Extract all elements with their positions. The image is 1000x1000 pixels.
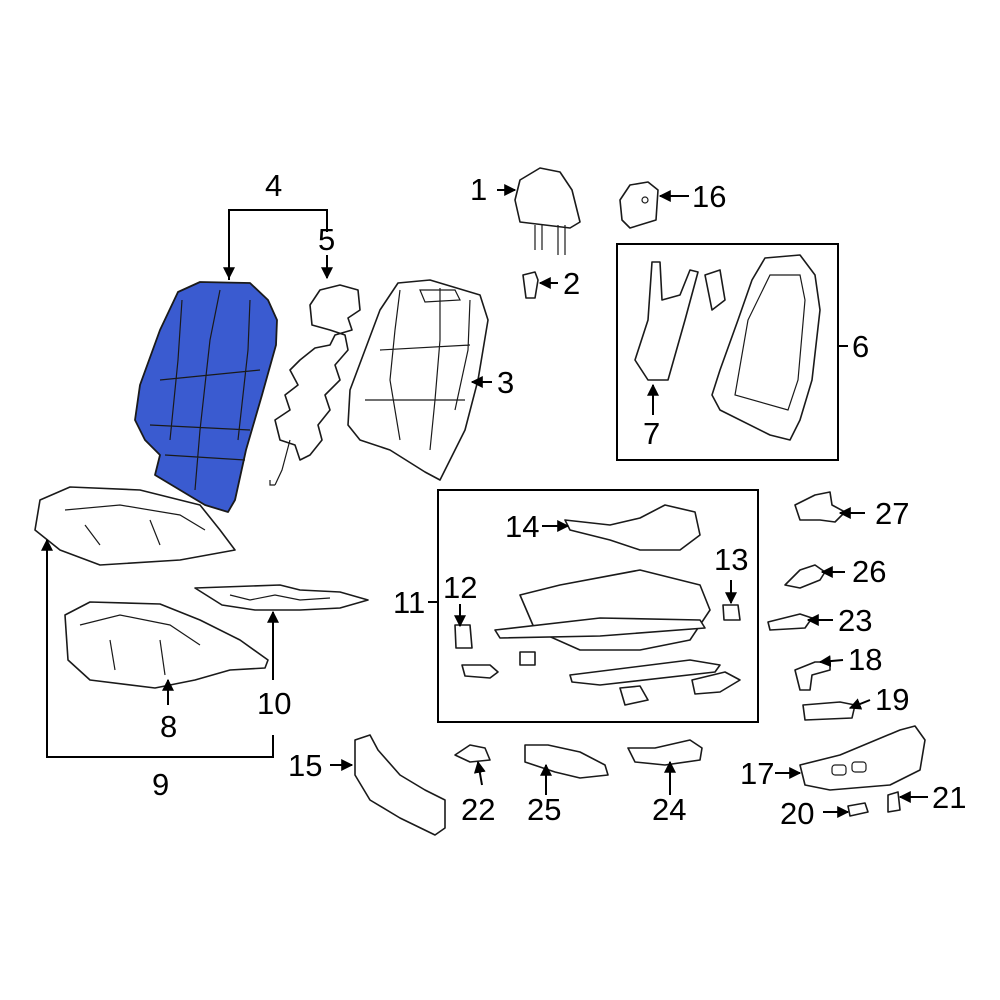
callout-23: 23 <box>838 603 872 638</box>
part-24-bracket[interactable] <box>627 739 703 766</box>
callout-9: 9 <box>152 767 169 802</box>
callout-27: 27 <box>875 496 909 531</box>
callout-3: 3 <box>497 365 514 400</box>
part-15-inner-shield[interactable] <box>354 734 446 836</box>
callout-11: 11 <box>393 585 425 620</box>
part-2-headrest-guide[interactable] <box>522 271 539 299</box>
callout-19: 19 <box>875 682 909 717</box>
callout-labels: 1 2 3 4 5 6 7 8 9 10 11 12 13 14 15 16 1… <box>152 168 966 831</box>
callout-8: 8 <box>160 709 177 744</box>
part-21-knob[interactable] <box>887 791 901 813</box>
part-17-side-shield[interactable] <box>799 725 926 791</box>
part-5-heater-pad[interactable] <box>269 284 361 486</box>
part-3-seatback-pad[interactable] <box>347 279 489 481</box>
callout-17: 17 <box>740 756 774 791</box>
callout-10: 10 <box>257 686 291 721</box>
part-27-bracket[interactable] <box>794 491 846 523</box>
part-11-seat-track[interactable] <box>494 569 721 686</box>
part-13-clip[interactable] <box>722 604 741 621</box>
callout-24: 24 <box>652 792 686 827</box>
part-20-knob[interactable] <box>847 802 869 817</box>
part-14-lever[interactable] <box>564 504 701 551</box>
callout-22: 22 <box>461 792 495 827</box>
part-6-frame-box <box>616 243 839 461</box>
part-6-seatback-frame[interactable] <box>711 254 821 441</box>
part-11-track-box <box>437 489 759 723</box>
leader-lines <box>41 184 928 818</box>
callout-16: 16 <box>692 179 726 214</box>
part-8-cushion-pad[interactable] <box>64 601 269 689</box>
part-22-clip[interactable] <box>454 744 491 763</box>
part-26-hook[interactable] <box>784 564 826 589</box>
part-7-frame-bracket[interactable] <box>634 261 726 381</box>
part-4-seatback-cover[interactable] <box>134 281 278 513</box>
callout-5: 5 <box>318 222 335 257</box>
part-16-cover[interactable] <box>619 181 659 229</box>
callout-21: 21 <box>932 780 966 815</box>
callout-1: 1 <box>470 172 487 207</box>
part-25-bracket[interactable] <box>524 744 609 779</box>
callout-25: 25 <box>527 792 561 827</box>
part-1-headrest[interactable] <box>514 167 581 255</box>
callout-15: 15 <box>288 748 322 783</box>
callout-4: 4 <box>265 168 282 203</box>
part-12-clip[interactable] <box>454 624 473 649</box>
part-10-cushion-heater[interactable] <box>194 584 369 611</box>
part-23-plate[interactable] <box>767 613 813 631</box>
callout-20: 20 <box>780 796 814 831</box>
part-11-small-parts[interactable] <box>461 651 741 706</box>
callout-26: 26 <box>852 554 886 589</box>
callout-13: 13 <box>714 542 748 577</box>
callout-6: 6 <box>852 329 869 364</box>
part-18-bracket[interactable] <box>794 661 831 691</box>
callout-14: 14 <box>505 509 539 544</box>
callout-2: 2 <box>563 266 580 301</box>
callout-18: 18 <box>848 642 882 677</box>
callout-12: 12 <box>443 570 477 605</box>
part-19-bracket[interactable] <box>802 701 856 721</box>
callout-7: 7 <box>643 416 660 451</box>
